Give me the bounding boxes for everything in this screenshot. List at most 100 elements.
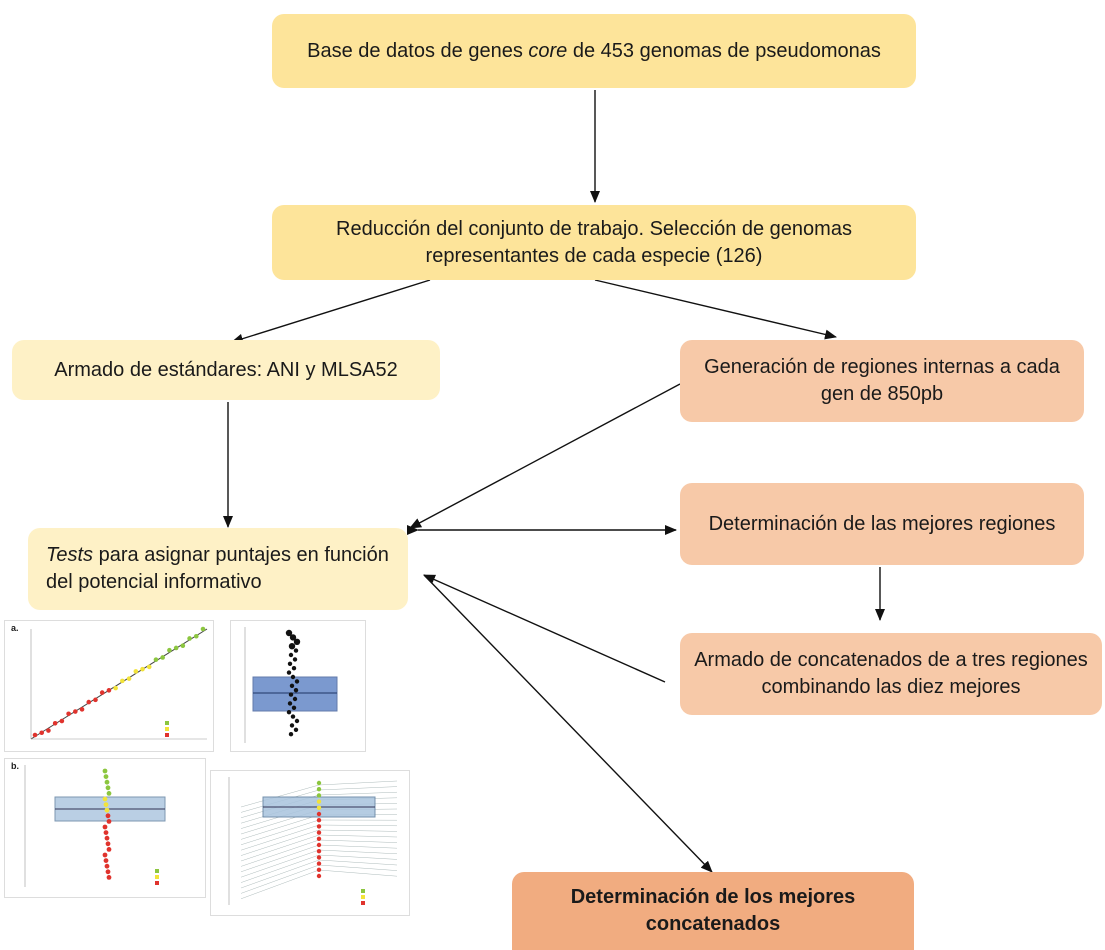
scatter-point — [160, 655, 165, 660]
scatter-point — [66, 711, 71, 717]
boxplot-dot — [106, 875, 112, 880]
node-database-emphasis: core — [528, 39, 568, 62]
node-database-text: Base de datos de genes — [307, 39, 529, 62]
node-best-regions: Determinación de las mejores regiones — [680, 483, 1084, 565]
fan-line — [240, 859, 320, 889]
scatter-point — [126, 676, 132, 681]
fan-line — [240, 864, 320, 894]
boxplot-dot — [316, 805, 322, 810]
boxplot-dot — [316, 824, 322, 829]
boxplot-dot — [316, 867, 322, 872]
scatter-point — [200, 626, 206, 632]
boxplot-dot — [106, 791, 112, 796]
boxplot-dot — [105, 841, 111, 847]
fan-line — [318, 786, 398, 791]
boxplot-dot — [294, 679, 300, 684]
boxplot-dot — [104, 807, 110, 813]
fan-line — [240, 814, 320, 840]
fan-line — [318, 829, 398, 832]
fan-line — [318, 859, 398, 866]
scatter-point — [146, 664, 152, 670]
boxplot-dot — [316, 873, 322, 879]
scatter-point — [46, 728, 51, 733]
boxplot-dot — [292, 696, 298, 702]
panel-fan-plot — [228, 777, 398, 905]
fan-line — [240, 834, 320, 862]
fan-line — [240, 844, 320, 872]
scatter-point — [32, 732, 38, 738]
fan-line — [318, 824, 398, 826]
panel-fan-boxplot — [210, 770, 410, 916]
fan-line — [318, 854, 398, 860]
node-tests: Tests para asignar puntajes en función d… — [28, 528, 408, 610]
arrow-regions-to-tests — [409, 383, 681, 529]
node-regions-text: Generación de regiones internas a cada g… — [704, 356, 1060, 405]
boxplot-dot — [289, 634, 297, 641]
panel-boxplot-black — [230, 620, 366, 752]
boxplot-dot — [291, 705, 297, 710]
fan-line — [318, 780, 398, 786]
fan-line — [240, 824, 320, 851]
boxplot-dot — [290, 714, 296, 719]
fan-line — [240, 829, 320, 856]
boxplot-dot — [104, 779, 110, 785]
node-regions: Generación de regiones internas a cada g… — [680, 340, 1084, 422]
boxplot-dot — [288, 643, 296, 650]
boxplot-dot — [103, 830, 109, 835]
scatter-point — [140, 666, 145, 672]
boxplot-dot — [294, 718, 300, 724]
boxplot-dot — [286, 710, 292, 715]
boxplot-dot — [286, 670, 292, 675]
boxplot-dot — [292, 657, 298, 662]
node-tests-text: para asignar puntajes en función del pot… — [46, 544, 389, 593]
scatter-point — [99, 690, 105, 695]
fan-line — [240, 819, 320, 845]
node-standards: Armado de estándares: ANI y MLSA52 — [12, 340, 440, 400]
boxplot-dot — [316, 818, 322, 823]
boxplot-dot — [103, 802, 109, 807]
fan-line — [240, 869, 320, 899]
boxplot-dot — [316, 855, 322, 860]
scatter-point — [193, 633, 199, 639]
node-best-concatenates-text: Determinación de los mejores concatenado… — [570, 886, 856, 935]
fan-line — [318, 869, 398, 877]
boxplot-dot — [316, 780, 322, 786]
node-standards-text: Armado de estándares: ANI y MLSA52 — [54, 358, 398, 381]
boxplot-dot — [291, 666, 297, 671]
node-concatenates: Armado de concatenados de a tres regione… — [680, 633, 1102, 715]
node-best-concatenates: Determinación de los mejores concatenado… — [512, 872, 914, 950]
panel-a-label: a. — [11, 623, 19, 633]
boxplot-dot — [102, 852, 108, 858]
panel-b-boxplot: b. — [4, 758, 206, 898]
panel-boxplot-black-plot — [244, 627, 338, 743]
scatter-point — [86, 699, 92, 705]
boxplot-dot — [293, 688, 299, 693]
boxplot-dot — [105, 785, 111, 791]
fan-line — [240, 839, 320, 867]
boxplot-dot — [105, 869, 111, 875]
fan-line — [240, 854, 320, 883]
boxplot-dot — [288, 652, 294, 658]
scatter-point — [79, 707, 85, 712]
scatter-point — [73, 709, 78, 714]
boxplot-dot — [102, 768, 108, 774]
boxplot-dot — [316, 861, 322, 866]
arrow-reduction-to-regions — [594, 279, 837, 340]
boxplot-dot — [106, 847, 112, 852]
node-reduction-text: Reducción del conjunto de trabajo. Selec… — [336, 217, 852, 267]
boxplot-dot — [106, 819, 112, 824]
fan-line — [318, 792, 398, 796]
boxplot-dot — [316, 842, 322, 848]
fan-line — [318, 864, 398, 871]
fan-line — [318, 844, 398, 849]
node-tests-emphasis: Tests — [46, 544, 94, 566]
boxplot-dot — [288, 732, 294, 737]
boxplot-dot — [293, 727, 299, 732]
boxplot-dot — [289, 683, 295, 688]
scatter-point — [133, 669, 139, 674]
boxplot-dot — [103, 858, 109, 863]
scatter-point — [93, 697, 98, 703]
scatter-point — [173, 645, 179, 651]
fan-line — [240, 784, 320, 808]
